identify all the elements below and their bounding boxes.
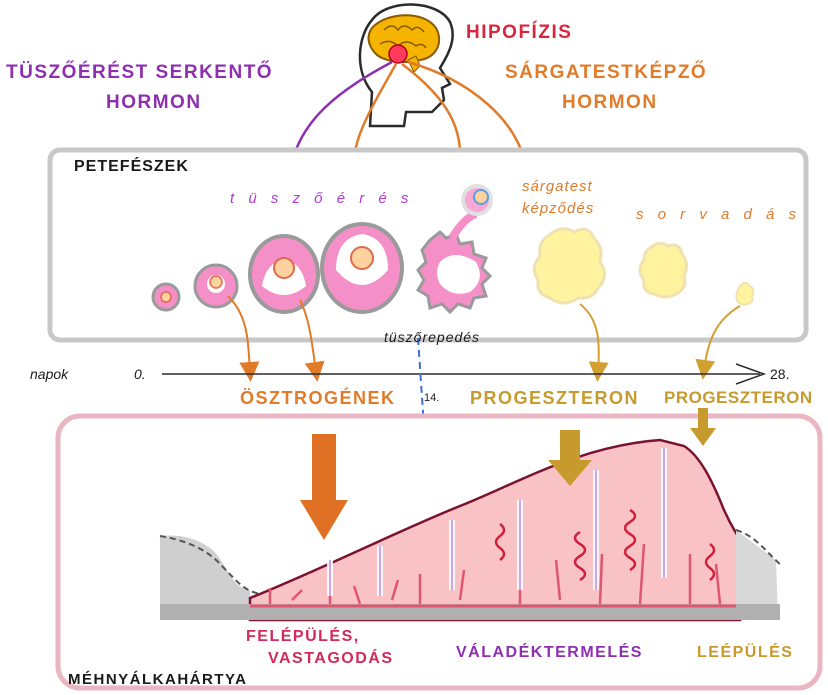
corpus-albicans — [736, 283, 753, 305]
fsh-label-line2: HORMON — [106, 92, 202, 114]
phase-buildup-line1: FELÉPÜLÉS, — [246, 628, 360, 646]
maturation-label: t ü s z ő é r é s — [230, 190, 413, 207]
pituitary-gland — [389, 45, 407, 63]
ovulation-label: tüszőrepedés — [384, 329, 480, 345]
days-label: napok — [30, 366, 68, 382]
timeline-axis — [162, 364, 764, 384]
corpus-luteum-label-line1: sárgatest — [522, 178, 593, 195]
fsh-label-line1: TÜSZŐÉRÉST SERKENTŐ — [6, 62, 273, 84]
corpus-luteum — [534, 229, 604, 303]
progesterone-label-1: PROGESZTERON — [470, 388, 639, 409]
uterus-title: MÉHNYÁLKAHÁRTYA — [68, 671, 247, 688]
estrogen-label: ÖSZTROGÉNEK — [240, 388, 396, 409]
lh-label-line2: HORMON — [562, 92, 658, 114]
phase-buildup-line2: VASTAGODÁS — [268, 650, 394, 668]
phase-breakdown: LEÉPÜLÉS — [697, 644, 793, 662]
lh-label-line1: SÁRGATESTKÉPZŐ — [505, 62, 707, 84]
day-start: 0. — [134, 366, 146, 382]
head-icon — [360, 4, 453, 126]
atrophy-label: s o r v a d á s — [636, 206, 801, 223]
progesterone-label-2: PROGESZTERON — [664, 388, 813, 408]
corpus-luteum-label-line2: képződés — [522, 200, 594, 217]
atrophying-corpus — [640, 243, 687, 297]
pituitary-label: HIPOFÍZIS — [466, 22, 572, 44]
ovary-title: PETEFÉSZEK — [74, 158, 189, 176]
day-end: 28. — [770, 366, 789, 382]
day-mid: 14. — [424, 392, 439, 404]
phase-secretion: VÁLADÉKTERMELÉS — [456, 644, 643, 662]
